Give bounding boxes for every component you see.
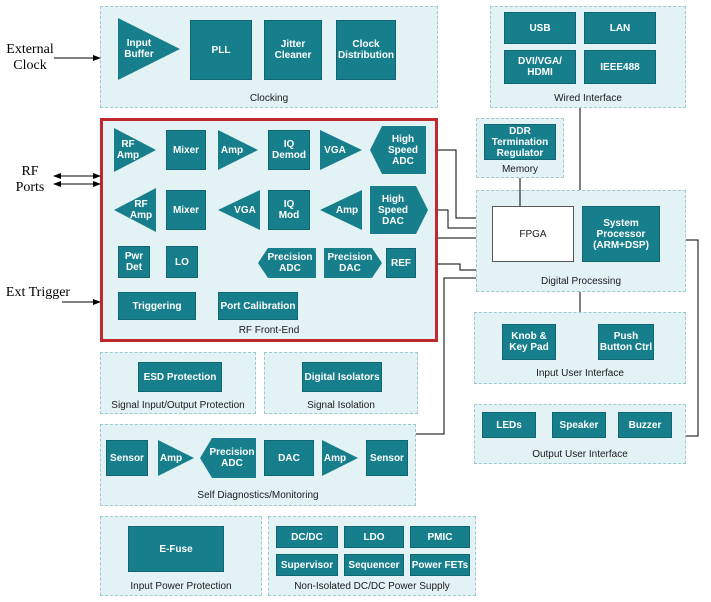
speaker-block: Speaker bbox=[552, 412, 606, 438]
external-clock-label: External Clock bbox=[6, 42, 54, 73]
ddr-termination-block: DDR Termination Regulator bbox=[484, 124, 556, 160]
sequencer-block: Sequencer bbox=[344, 554, 404, 576]
vga-rx-label: VGA bbox=[324, 144, 346, 156]
amp-rx-triangle bbox=[218, 130, 258, 170]
system-processor-block: System Processor (ARM+DSP) bbox=[582, 206, 660, 262]
precision-adc-shape bbox=[258, 248, 316, 278]
diag-amp1-triangle bbox=[158, 440, 194, 476]
memory-label: Memory bbox=[501, 164, 539, 175]
buzzer-block: Buzzer bbox=[618, 412, 672, 438]
fpga-block: FPGA bbox=[492, 206, 574, 262]
leds-block: LEDs bbox=[482, 412, 536, 438]
vga-tx-label: VGA bbox=[234, 204, 256, 216]
digital-isolators-block: Digital Isolators bbox=[302, 362, 382, 392]
diag-amp2-label: Amp bbox=[323, 452, 347, 464]
diag-adc-shape bbox=[200, 438, 256, 478]
signal-protection-label: Signal Input/Output Protection bbox=[111, 400, 245, 411]
input-buffer-triangle bbox=[118, 18, 180, 80]
hs-dac-shape bbox=[370, 186, 428, 234]
sensor-right-block: Sensor bbox=[366, 440, 408, 476]
rf-amp-tx-triangle bbox=[114, 188, 156, 232]
clocking-label: Clocking bbox=[249, 93, 289, 104]
diag-dac-block: DAC bbox=[264, 440, 314, 476]
power-supply-label: Non-Isolated DC/DC Power Supply bbox=[294, 581, 450, 592]
lo-block: LO bbox=[166, 246, 198, 278]
mixer-rx-block: Mixer bbox=[166, 130, 206, 170]
input-ui-label: Input User Interface bbox=[536, 368, 624, 379]
amp-rx-label: Amp bbox=[220, 144, 244, 156]
ref-block: REF bbox=[386, 248, 416, 278]
hs-adc-shape bbox=[370, 126, 426, 174]
iq-demod-block: IQ Demod bbox=[268, 130, 310, 170]
clock-distribution-block: Clock Distribution bbox=[336, 20, 396, 80]
sensor-left-block: Sensor bbox=[106, 440, 148, 476]
rf-amp-tx-label: RF Amp bbox=[129, 199, 153, 221]
diag-adc-label: Precision ADC bbox=[209, 447, 255, 469]
knob-keypad-block: Knob & Key Pad bbox=[502, 324, 556, 360]
precision-dac-label: Precision DAC bbox=[327, 252, 373, 274]
ext-trigger-label: Ext Trigger bbox=[5, 285, 71, 300]
jitter-cleaner-block: Jitter Cleaner bbox=[264, 20, 322, 80]
lan-block: LAN bbox=[584, 12, 656, 44]
amp-tx-label: Amp bbox=[335, 204, 359, 216]
supervisor-block: Supervisor bbox=[276, 554, 338, 576]
dvi-block: DVI/VGA/ HDMI bbox=[504, 50, 576, 84]
self-diagnostics-panel: Self Diagnostics/Monitoring bbox=[100, 424, 416, 506]
mixer-tx-block: Mixer bbox=[166, 190, 206, 230]
hs-adc-label: High Speed ADC bbox=[387, 133, 418, 167]
hs-dac-label: High Speed DAC bbox=[377, 193, 408, 227]
rf-ports-label: RF Ports bbox=[15, 164, 45, 195]
input-power-protection-label: Input Power Protection bbox=[130, 581, 232, 592]
vga-rx-triangle bbox=[320, 130, 362, 170]
input-buffer-label: Input Buffer bbox=[124, 38, 154, 60]
ldo-block: LDO bbox=[344, 526, 404, 548]
output-ui-label: Output User Interface bbox=[532, 449, 628, 460]
rf-amp-rx-triangle bbox=[114, 128, 156, 172]
digital-processing-label: Digital Processing bbox=[540, 276, 622, 287]
dcdc-block: DC/DC bbox=[276, 526, 338, 548]
pll-block: PLL bbox=[190, 20, 252, 80]
vga-tx-triangle bbox=[218, 190, 260, 230]
rf-amp-rx-label: RF Amp bbox=[116, 139, 140, 161]
ieee488-block: IEEE488 bbox=[584, 50, 656, 84]
precision-dac-shape bbox=[324, 248, 382, 278]
push-button-ctrl-block: Push Button Ctrl bbox=[598, 324, 654, 360]
precision-adc-label: Precision ADC bbox=[267, 252, 313, 274]
rf-front-end-label: RF Front-End bbox=[238, 325, 300, 336]
port-calibration-block: Port Calibration bbox=[218, 292, 298, 320]
diag-amp1-label: Amp bbox=[159, 452, 183, 464]
pwr-det-block: Pwr Det bbox=[118, 246, 150, 278]
signal-isolation-label: Signal Isolation bbox=[307, 400, 375, 411]
iq-mod-block: IQ Mod bbox=[268, 190, 310, 230]
pmic-block: PMIC bbox=[410, 526, 470, 548]
esd-protection-block: ESD Protection bbox=[138, 362, 222, 392]
usb-block: USB bbox=[504, 12, 576, 44]
efuse-block: E-Fuse bbox=[128, 526, 224, 572]
diag-amp2-triangle bbox=[322, 440, 358, 476]
power-fets-block: Power FETs bbox=[410, 554, 470, 576]
self-diagnostics-label: Self Diagnostics/Monitoring bbox=[197, 490, 319, 501]
triggering-block: Triggering bbox=[118, 292, 196, 320]
amp-tx-triangle bbox=[320, 190, 362, 230]
wired-interface-label: Wired Interface bbox=[554, 93, 622, 104]
